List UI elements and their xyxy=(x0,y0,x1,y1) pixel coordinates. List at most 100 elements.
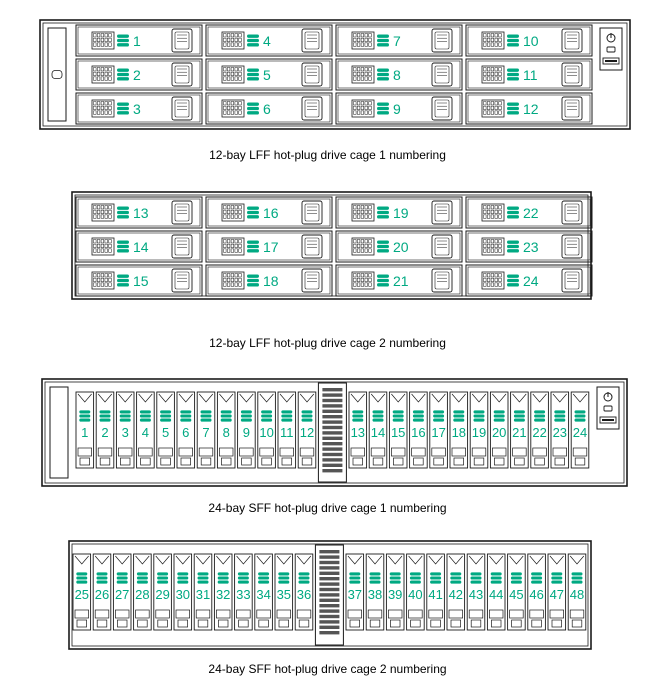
drive-bay-number: 5 xyxy=(263,67,271,83)
uid-icon xyxy=(603,405,613,412)
vent-grille xyxy=(221,99,245,118)
drive-bay: 16 xyxy=(409,391,428,469)
drive-bay-number: 25 xyxy=(75,587,89,602)
drive-bay-number: 9 xyxy=(243,425,250,440)
chassis-frame xyxy=(39,19,631,130)
chassis-frame xyxy=(71,191,592,300)
drive-status-icon xyxy=(513,410,525,422)
vent-grille xyxy=(91,237,115,256)
drive-bay-number: 28 xyxy=(135,587,149,602)
drive-bay-number: 32 xyxy=(216,587,230,602)
drive-bay: 13 xyxy=(75,196,203,229)
chassis-frame xyxy=(68,540,592,650)
drive-bay: 40 xyxy=(406,553,425,631)
vent-grille xyxy=(481,31,505,50)
caption-lff-cage-1: 12-bay LFF hot-plug drive cage 1 numberi… xyxy=(209,148,446,162)
drive-bay-number: 3 xyxy=(133,101,141,117)
drive-status-icon xyxy=(377,240,389,253)
drive-bay-number: 22 xyxy=(532,425,546,440)
drive-bay: 15 xyxy=(388,391,408,469)
vent-grille xyxy=(91,203,115,222)
drive-latch xyxy=(561,62,583,87)
drive-bay: 46 xyxy=(527,553,546,631)
drive-status-icon xyxy=(571,572,583,584)
chassis-inner xyxy=(71,543,589,647)
drive-status-icon xyxy=(377,68,389,81)
drive-bay: 35 xyxy=(274,553,294,631)
vent-grille xyxy=(351,271,375,290)
drive-bay-number: 47 xyxy=(550,587,564,602)
drive-status-icon xyxy=(117,34,129,47)
drive-bay: 7 xyxy=(335,24,463,57)
drive-status-icon xyxy=(220,410,232,422)
drive-status-icon xyxy=(247,102,259,115)
chassis-frame xyxy=(41,378,628,487)
drive-bay: 20 xyxy=(489,391,509,469)
drive-status-icon xyxy=(389,572,401,584)
drive-bay-number: 33 xyxy=(236,587,250,602)
vent-grille xyxy=(481,65,505,84)
drive-latch xyxy=(171,268,193,293)
drive-latch xyxy=(561,28,583,53)
drive-status-icon xyxy=(240,410,252,422)
drive-bay-number: 14 xyxy=(133,239,149,255)
drive-bay-number: 8 xyxy=(223,425,230,440)
drive-latch xyxy=(561,200,583,225)
drive-bay-number: 30 xyxy=(176,587,190,602)
drive-bay-number: 6 xyxy=(263,101,271,117)
caption-sff-cage-1: 24-bay SFF hot-plug drive cage 1 numberi… xyxy=(208,501,447,515)
drive-bay-number: 34 xyxy=(256,587,270,602)
drive-bay-number: 16 xyxy=(411,425,425,440)
drive-status-icon xyxy=(298,572,310,584)
drive-bay-number: 31 xyxy=(196,587,210,602)
drive-status-icon xyxy=(377,34,389,47)
drive-bay-number: 22 xyxy=(523,205,539,221)
power-button-icon xyxy=(603,392,613,402)
drive-latch xyxy=(301,62,323,87)
drive-bay: 4 xyxy=(205,24,333,57)
drive-status-icon xyxy=(377,102,389,115)
vent-grille xyxy=(481,271,505,290)
drive-bay: 14 xyxy=(368,391,388,469)
drive-status-icon xyxy=(433,410,445,422)
drive-bay: 36 xyxy=(294,553,314,631)
drive-status-icon xyxy=(96,572,108,584)
drive-latch xyxy=(171,28,193,53)
vent-grille xyxy=(351,65,375,84)
drive-bay: 22 xyxy=(530,391,549,469)
drive-bay: 8 xyxy=(335,58,463,91)
drive-status-icon xyxy=(99,410,111,422)
drive-bay: 16 xyxy=(205,196,333,229)
drive-status-icon xyxy=(554,410,566,422)
drive-bay: 18 xyxy=(205,264,333,297)
left-rack-ear xyxy=(49,386,69,479)
drive-bay: 44 xyxy=(486,553,506,631)
drive-latch xyxy=(171,96,193,121)
drive-bay-number: 6 xyxy=(182,425,189,440)
drive-status-icon xyxy=(507,102,519,115)
drive-bay-number: 4 xyxy=(263,33,271,49)
drive-bay-number: 11 xyxy=(280,425,294,440)
drive-status-icon xyxy=(507,68,519,81)
drive-bay: 47 xyxy=(547,553,567,631)
drive-bay: 17 xyxy=(429,391,448,469)
drive-bay: 45 xyxy=(507,553,526,631)
drive-bay: 7 xyxy=(196,391,216,469)
center-vent xyxy=(317,382,347,483)
drive-status-icon xyxy=(180,410,192,422)
drive-status-icon xyxy=(79,410,91,422)
drive-bay-number: 27 xyxy=(115,587,129,602)
drive-status-icon xyxy=(453,410,465,422)
drive-bay: 23 xyxy=(465,230,593,263)
drive-bay: 18 xyxy=(449,391,469,469)
drive-bay: 24 xyxy=(465,264,593,297)
drive-bay-number: 9 xyxy=(393,101,401,117)
drive-bay-number: 39 xyxy=(388,587,402,602)
drive-status-icon xyxy=(531,572,543,584)
drive-bay: 33 xyxy=(234,553,253,631)
drive-status-icon xyxy=(117,240,129,253)
drive-bay: 9 xyxy=(237,391,256,469)
